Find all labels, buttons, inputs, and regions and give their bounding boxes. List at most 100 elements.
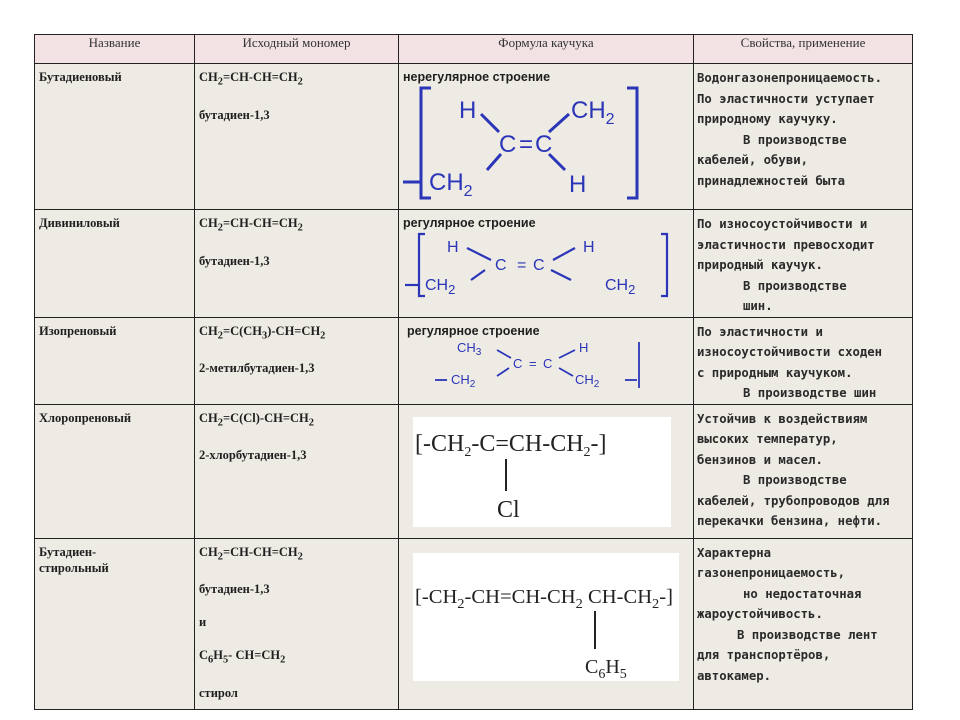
prop-line: бензинов и масел.	[697, 452, 823, 467]
atom-c: C	[499, 131, 516, 158]
monomer-name: стирол	[199, 685, 238, 700]
bracket-right	[627, 86, 639, 200]
monomer-cell: CH2=C(CH3)-CH=CH2 2-метилбутадиен-1,3	[194, 316, 399, 405]
double-bond: =	[517, 257, 526, 274]
row-name-cell: Изопреновый	[34, 316, 195, 405]
row-name-cell: Хлоропреновый	[34, 403, 195, 539]
usage-line: кабелей, обуви,	[697, 153, 809, 167]
bond	[470, 269, 486, 281]
prop-line: По износоустойчивости и	[697, 217, 868, 231]
formula-cell: [-CH2-C=CH-CH2-] Cl	[398, 403, 694, 539]
bond	[479, 112, 501, 134]
atom-c: C	[533, 257, 545, 274]
usage-line: автокамер.	[697, 668, 772, 683]
atom-c: C	[543, 356, 552, 371]
bond	[558, 366, 574, 377]
row-name-cell: Бутадиен-стирольный	[34, 537, 195, 710]
bond	[547, 152, 567, 172]
branch-group: C6H5	[585, 656, 627, 681]
usage-line: В производстве	[743, 132, 847, 147]
table-row: Бутадиеновый CH2=CH-CH=CH2 бутадиен-1,3 …	[34, 63, 913, 210]
monomer-name: 2-хлорбутадиен-1,3	[199, 448, 307, 462]
atom-c: C	[535, 131, 552, 158]
atom-h: H	[447, 239, 459, 256]
group-ch2: CH2	[429, 169, 473, 200]
usage-line: кабелей, трубопроводов для	[697, 493, 890, 508]
header-row: Название Исходный мономер Формула каучук…	[34, 34, 913, 64]
prop-line: природному каучуку.	[697, 112, 838, 126]
polymer-chain: [-CH2-C=CH-CH2-]	[415, 431, 607, 460]
branch-group: Cl	[497, 497, 520, 523]
atom-h: H	[569, 171, 586, 198]
double-bond: =	[529, 356, 537, 371]
atom-h: H	[583, 239, 595, 256]
usage-line: В производстве лент	[737, 627, 878, 642]
table-row: Изопреновый CH2=C(CH3)-CH=CH2 2-метилбут…	[34, 316, 913, 405]
monomer-formula: CH2=CH-CH=CH2	[199, 216, 303, 234]
formula-diagram: H C = C H CH2 CH2	[405, 232, 669, 298]
atom-c: C	[513, 356, 522, 371]
bond	[552, 247, 576, 261]
monomer-cell: CH2=CH-CH=CH2 бутадиен-1,3	[194, 63, 399, 210]
props-cell: По износоустойчивости и эластичности пре…	[693, 209, 913, 318]
prop-line: газонепроницаемость,	[697, 566, 846, 580]
formula-cell: регулярное строение CH3 C = C	[398, 316, 694, 405]
conjunction: и	[199, 615, 207, 629]
props-cell: Водонгазонепроницаемость. По эластичност…	[693, 63, 913, 210]
prop-line: Устойчив к воздействиям	[697, 411, 868, 426]
monomer-name: бутадиен-1,3	[199, 107, 270, 122]
formula-diagram: H C = C CH2 CH2 H	[403, 86, 639, 200]
bond	[496, 348, 512, 359]
structure-label: регулярное строение	[407, 323, 540, 338]
group-ch2: CH2	[425, 277, 455, 297]
monomer-name: бутадиен-1,3	[199, 253, 270, 268]
table-row: Хлоропреновый CH2=C(Cl)-CH=CH2 2-хлорбут…	[34, 403, 913, 539]
table-row: Дивиниловый CH2=CH-CH=CH2 бутадиен-1,3 р…	[34, 209, 913, 318]
rubber-name: Бутадиен-стирольный	[39, 544, 109, 575]
prop-line: но недостаточная	[743, 586, 862, 601]
bond	[485, 153, 503, 171]
formula-panel: [-CH2-C=CH-CH2-] Cl	[413, 416, 671, 527]
formula-diagram: CH3 C = C H CH2 CH2	[435, 340, 640, 390]
rubber-name: Изопреновый	[39, 323, 117, 338]
group-ch3: CH3	[457, 340, 482, 358]
bond	[558, 348, 576, 359]
row-name-cell: Бутадиеновый	[34, 63, 195, 210]
prop-line: износоустойчивости сходен	[697, 345, 883, 359]
bracket-right	[661, 232, 669, 298]
double-bond: =	[519, 131, 533, 158]
formula-cell: нерегулярное строение H C = C	[398, 63, 694, 210]
bond	[466, 247, 492, 261]
prop-line: По эластичности уступает	[697, 91, 875, 106]
usage-line: перекачки бензина, нефти.	[697, 514, 883, 528]
header-formula: Формула каучука	[398, 34, 694, 64]
usage-line: для транспортёров,	[697, 648, 831, 662]
bond	[550, 269, 572, 281]
prop-line: жароустойчивость.	[697, 607, 823, 621]
prop-line: По эластичности и	[697, 324, 823, 339]
structure-label: регулярное строение	[403, 216, 536, 230]
formula-diagram: [-CH2-C=CH-CH2-] Cl	[415, 431, 607, 523]
atom-h: H	[579, 340, 588, 355]
rubber-table: Название Исходный мономер Формула каучук…	[34, 34, 913, 710]
atom-h: H	[459, 97, 476, 124]
monomer-cell: CH2=C(Cl)-CH=CH2 2-хлорбутадиен-1,3	[194, 403, 399, 539]
prop-line: эластичности превосходит	[697, 237, 875, 252]
group-ch2: CH2	[451, 372, 476, 390]
prop-line: с природным каучуком.	[697, 365, 853, 380]
group-ch2: CH2	[571, 97, 615, 128]
group-ch2: CH2	[605, 277, 635, 297]
bracket-left	[419, 86, 431, 200]
usage-line: В производстве	[743, 278, 847, 293]
usage-line: шин.	[743, 299, 773, 313]
formula-cell: регулярное строение H C = C	[398, 209, 694, 318]
structure-label: нерегулярное строение	[403, 70, 551, 84]
rubber-name: Дивиниловый	[39, 216, 120, 230]
rubber-name: Бутадиеновый	[39, 70, 122, 84]
usage-line: принадлежностей быта	[697, 173, 846, 188]
prop-line: высоких температур,	[697, 432, 838, 446]
